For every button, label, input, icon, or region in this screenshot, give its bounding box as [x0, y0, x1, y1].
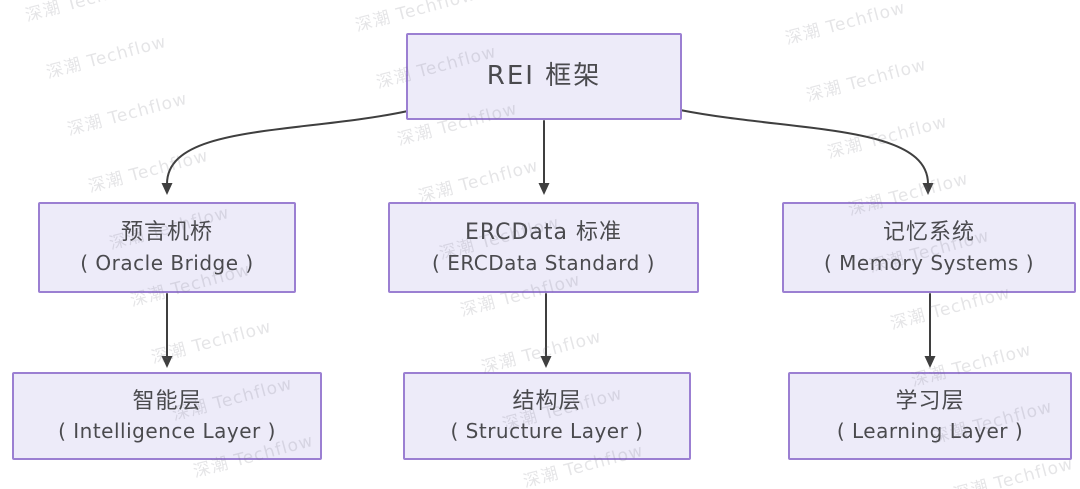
- node-structure-layer: 结构层 ( Structure Layer ): [403, 372, 691, 460]
- node-subtitle-en: ( Structure Layer ): [450, 419, 644, 444]
- arrow-root-to-memory-systems: [679, 109, 934, 195]
- arrow-root-to-oracle-bridge: [161, 110, 409, 195]
- node-title-zh: 智能层: [132, 388, 202, 414]
- node-subtitle-en: ( Memory Systems ): [823, 250, 1034, 275]
- node-title-zh: 学习层: [895, 388, 965, 414]
- node-title-zh: ERCData 标准: [465, 220, 622, 246]
- node-rei-framework: REI 框架: [406, 33, 682, 120]
- node-title-zh: 预言机桥: [120, 220, 213, 246]
- node-title: REI 框架: [486, 60, 602, 91]
- node-ercdata-standard: ERCData 标准 ( ERCData Standard ): [388, 202, 699, 293]
- node-subtitle-en: ( Learning Layer ): [836, 419, 1024, 444]
- node-learning-layer: 学习层 ( Learning Layer ): [788, 372, 1072, 460]
- node-subtitle-en: ( Oracle Bridge ): [80, 250, 254, 275]
- node-intelligence-layer: 智能层 ( Intelligence Layer ): [12, 372, 322, 460]
- node-subtitle-en: ( Intelligence Layer ): [58, 419, 276, 444]
- node-title-zh: 记忆系统: [882, 220, 975, 246]
- node-memory-systems: 记忆系统 ( Memory Systems ): [782, 202, 1076, 293]
- node-oracle-bridge: 预言机桥 ( Oracle Bridge ): [38, 202, 296, 293]
- node-title-zh: 结构层: [512, 388, 582, 414]
- node-subtitle-en: ( ERCData Standard ): [432, 250, 655, 275]
